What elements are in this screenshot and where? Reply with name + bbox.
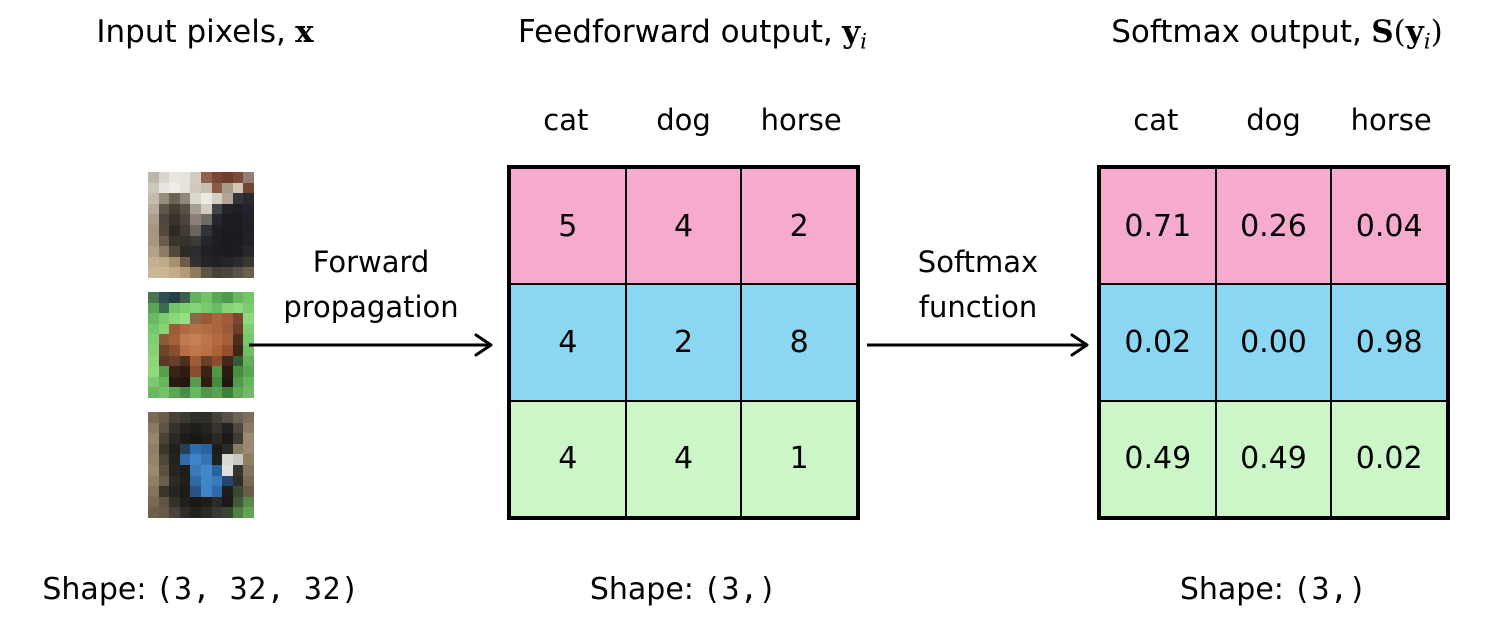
softmax-column-headers: cat dog horse — [1097, 103, 1450, 137]
table-cell: 0.71 — [1100, 168, 1216, 285]
table-cell: 2 — [741, 168, 857, 285]
feedforward-table: 5 4 2 4 2 8 4 4 1 — [507, 165, 860, 520]
paren-open: ( — [1393, 14, 1406, 50]
shape-label-text: Shape: — [42, 572, 147, 607]
header-dog: dog — [656, 103, 711, 137]
softmax-table: 0.71 0.26 0.04 0.02 0.00 0.98 0.49 0.49 … — [1097, 165, 1450, 520]
softmax-function-label-line2: function — [918, 290, 1038, 324]
softmax-function-label-line1: Softmax — [917, 245, 1039, 279]
title-softmax-output: Softmax output,S(yi) — [1068, 14, 1486, 55]
math-subscript-i: i — [860, 29, 868, 55]
shape-tuple: (3, 32, 32) — [155, 572, 360, 607]
table-cell: 0.00 — [1215, 284, 1332, 401]
table-cell: 0.04 — [1331, 168, 1447, 285]
forward-propagation-arrow-icon — [249, 333, 493, 357]
cat-input-image — [148, 172, 254, 278]
forward-propagation-label-line1: Forward — [312, 245, 430, 279]
forward-propagation-label: Forward propagation — [248, 240, 494, 330]
shape-tuple: (3,) — [702, 572, 778, 607]
title-softmax-text: Softmax output, — [1111, 14, 1362, 50]
header-dog: dog — [1246, 103, 1301, 137]
title-feedforward-output: Feedforward output,yi — [480, 14, 905, 55]
table-cell: 0.49 — [1100, 400, 1216, 517]
math-subscript-i2: i — [1423, 29, 1431, 55]
dog-input-image — [148, 412, 254, 518]
table-cell: 0.02 — [1100, 284, 1216, 401]
table-cell: 2 — [625, 284, 742, 401]
table-cell: 1 — [741, 400, 857, 517]
softmax-function-label: Softmax function — [866, 240, 1090, 330]
table-cell: 4 — [510, 284, 626, 401]
table-cell: 4 — [625, 400, 742, 517]
header-horse: horse — [760, 103, 842, 137]
title-input-text: Input pixels, — [96, 14, 286, 50]
softmax-shape-label: Shape:(3,) — [1097, 572, 1450, 607]
table-cell: 0.98 — [1331, 284, 1447, 401]
math-symbol-S: S — [1371, 14, 1394, 50]
title-feedforward-text: Feedforward output, — [517, 14, 833, 50]
shape-label-text: Shape: — [1179, 572, 1284, 607]
math-symbol-y2: y — [1405, 14, 1424, 50]
table-cell: 0.02 — [1331, 400, 1447, 517]
shape-label-text: Shape: — [589, 572, 694, 607]
title-input-pixels: Input pixels,x — [40, 14, 370, 50]
table-cell: 4 — [510, 400, 626, 517]
paren-close: ) — [1430, 14, 1443, 50]
horse-input-image — [148, 292, 254, 398]
table-cell: 0.26 — [1215, 168, 1332, 285]
table-cell: 0.49 — [1215, 400, 1332, 517]
shape-tuple: (3,) — [1292, 572, 1368, 607]
math-symbol-y: y — [842, 14, 861, 50]
table-cell: 5 — [510, 168, 626, 285]
table-cell: 8 — [741, 284, 857, 401]
header-cat: cat — [1133, 103, 1179, 137]
input-shape-label: Shape:(3, 32, 32) — [0, 572, 402, 607]
table-cell: 4 — [625, 168, 742, 285]
header-horse: horse — [1350, 103, 1432, 137]
softmax-function-arrow-icon — [867, 333, 1089, 357]
feedforward-column-headers: cat dog horse — [507, 103, 860, 137]
header-cat: cat — [543, 103, 589, 137]
feedforward-shape-label: Shape:(3,) — [507, 572, 860, 607]
forward-propagation-label-line2: propagation — [283, 290, 459, 324]
math-symbol-x: x — [295, 14, 314, 50]
